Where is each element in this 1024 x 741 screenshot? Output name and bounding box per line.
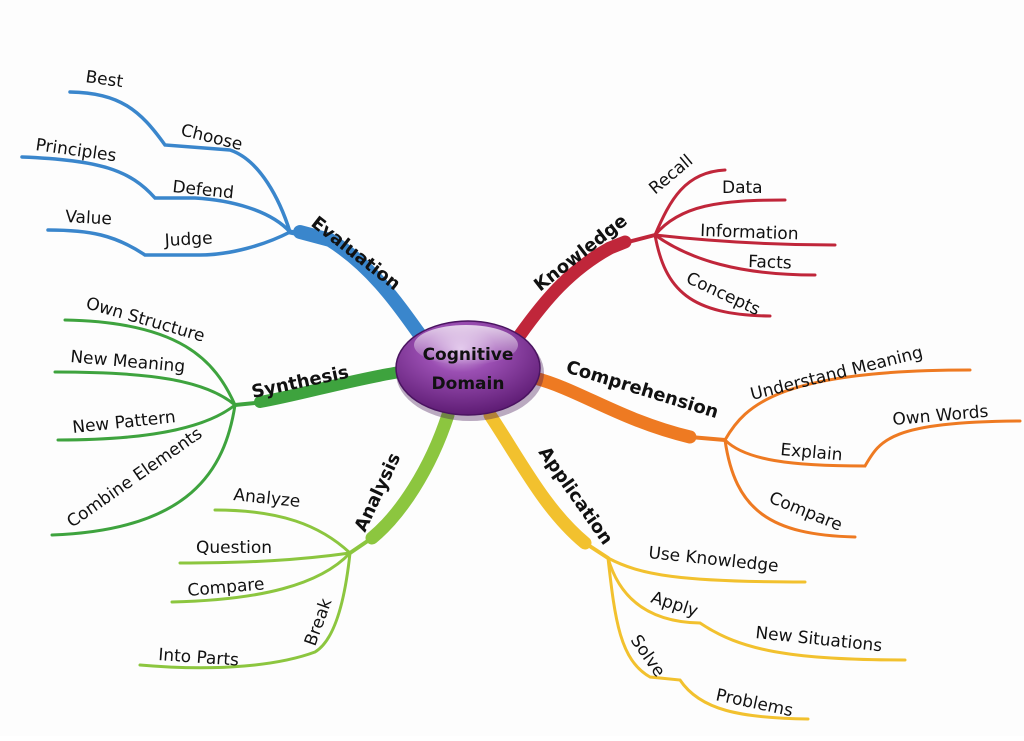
comprehension-label: Comprehension [564, 357, 721, 423]
analysis-trunk [365, 408, 455, 545]
knowledge-information-label: Information [700, 221, 799, 244]
knowledge-trunk [513, 235, 632, 342]
application-connector [583, 541, 610, 560]
knowledge-concepts-line [653, 233, 772, 318]
knowledge-facts-label: Facts [748, 252, 792, 274]
synthesis-own-structure-line [63, 318, 237, 407]
application-apply-label: Apply [648, 588, 700, 622]
application-use-knowledge-label: Use Knowledge [647, 543, 779, 577]
comprehension-explain-line [723, 419, 1022, 468]
synthesis-trunk [254, 366, 406, 408]
knowledge-label: Knowledge [530, 210, 631, 296]
synthesis-own-structure-label: Own Structure [84, 294, 207, 347]
analysis-compare-line [170, 551, 352, 604]
application-trunk [483, 408, 592, 550]
synthesis-combine-elements-line [50, 403, 237, 537]
center-node: Cognitive Domain [395, 320, 544, 421]
evaluation-choose-line [68, 90, 292, 234]
evaluation-connector [287, 229, 333, 243]
synthesis-new-pattern-line [56, 403, 237, 442]
center-title-line-2: Domain [432, 374, 505, 394]
analysis-break-line [138, 551, 352, 670]
branch-analysis [138, 408, 455, 670]
synthesis-new-meaning-line [53, 370, 237, 407]
knowledge-facts-line [653, 233, 817, 277]
application-solve-line [606, 556, 810, 721]
synthesis-connector [233, 400, 267, 407]
evaluation-trunk [293, 225, 427, 342]
analysis-analyze-label: Analyze [232, 485, 301, 512]
comprehension-own-words-label: Own Words [892, 402, 990, 430]
branch-evaluation [20, 90, 427, 342]
branch-knowledge [513, 168, 837, 342]
application-use-knowledge-line [606, 556, 807, 584]
application-solve-label: Solve [626, 631, 669, 681]
knowledge-information-line [653, 233, 837, 247]
evaluation-judge-line [46, 228, 292, 257]
analysis-connector [348, 536, 374, 555]
comprehension-trunk [528, 371, 697, 444]
comprehension-compare-line [723, 438, 857, 539]
knowledge-data-label: Data [722, 178, 763, 198]
analysis-question-label: Question [196, 538, 272, 558]
evaluation-label: Evaluation [307, 212, 404, 295]
comprehension-understand-meaning-label: Understand Meaning [748, 343, 925, 405]
center-node-highlight [414, 325, 518, 365]
evaluation-best-label: Best [84, 67, 124, 92]
evaluation-value-label: Value [65, 207, 113, 229]
comprehension-understand-line [723, 368, 972, 442]
branch-comprehension [528, 368, 1022, 539]
branch-application [483, 408, 907, 721]
application-apply-line [606, 556, 907, 662]
knowledge-data-line [653, 198, 787, 237]
analysis-break-label: Break [301, 596, 337, 649]
analysis-analyze-line [213, 508, 352, 555]
evaluation-judge-label: Judge [163, 229, 213, 252]
branch-synthesis [50, 318, 406, 537]
center-title-line-1: Cognitive [423, 345, 514, 365]
analysis-compare-label: Compare [187, 574, 266, 601]
comprehension-connector [688, 435, 727, 442]
evaluation-defend-line [20, 155, 292, 234]
comprehension-compare-label: Compare [766, 488, 845, 535]
knowledge-connector [618, 233, 657, 246]
knowledge-recall-line [653, 168, 727, 237]
analysis-question-line [178, 551, 352, 565]
knowledge-recall-label: Recall [645, 151, 697, 199]
